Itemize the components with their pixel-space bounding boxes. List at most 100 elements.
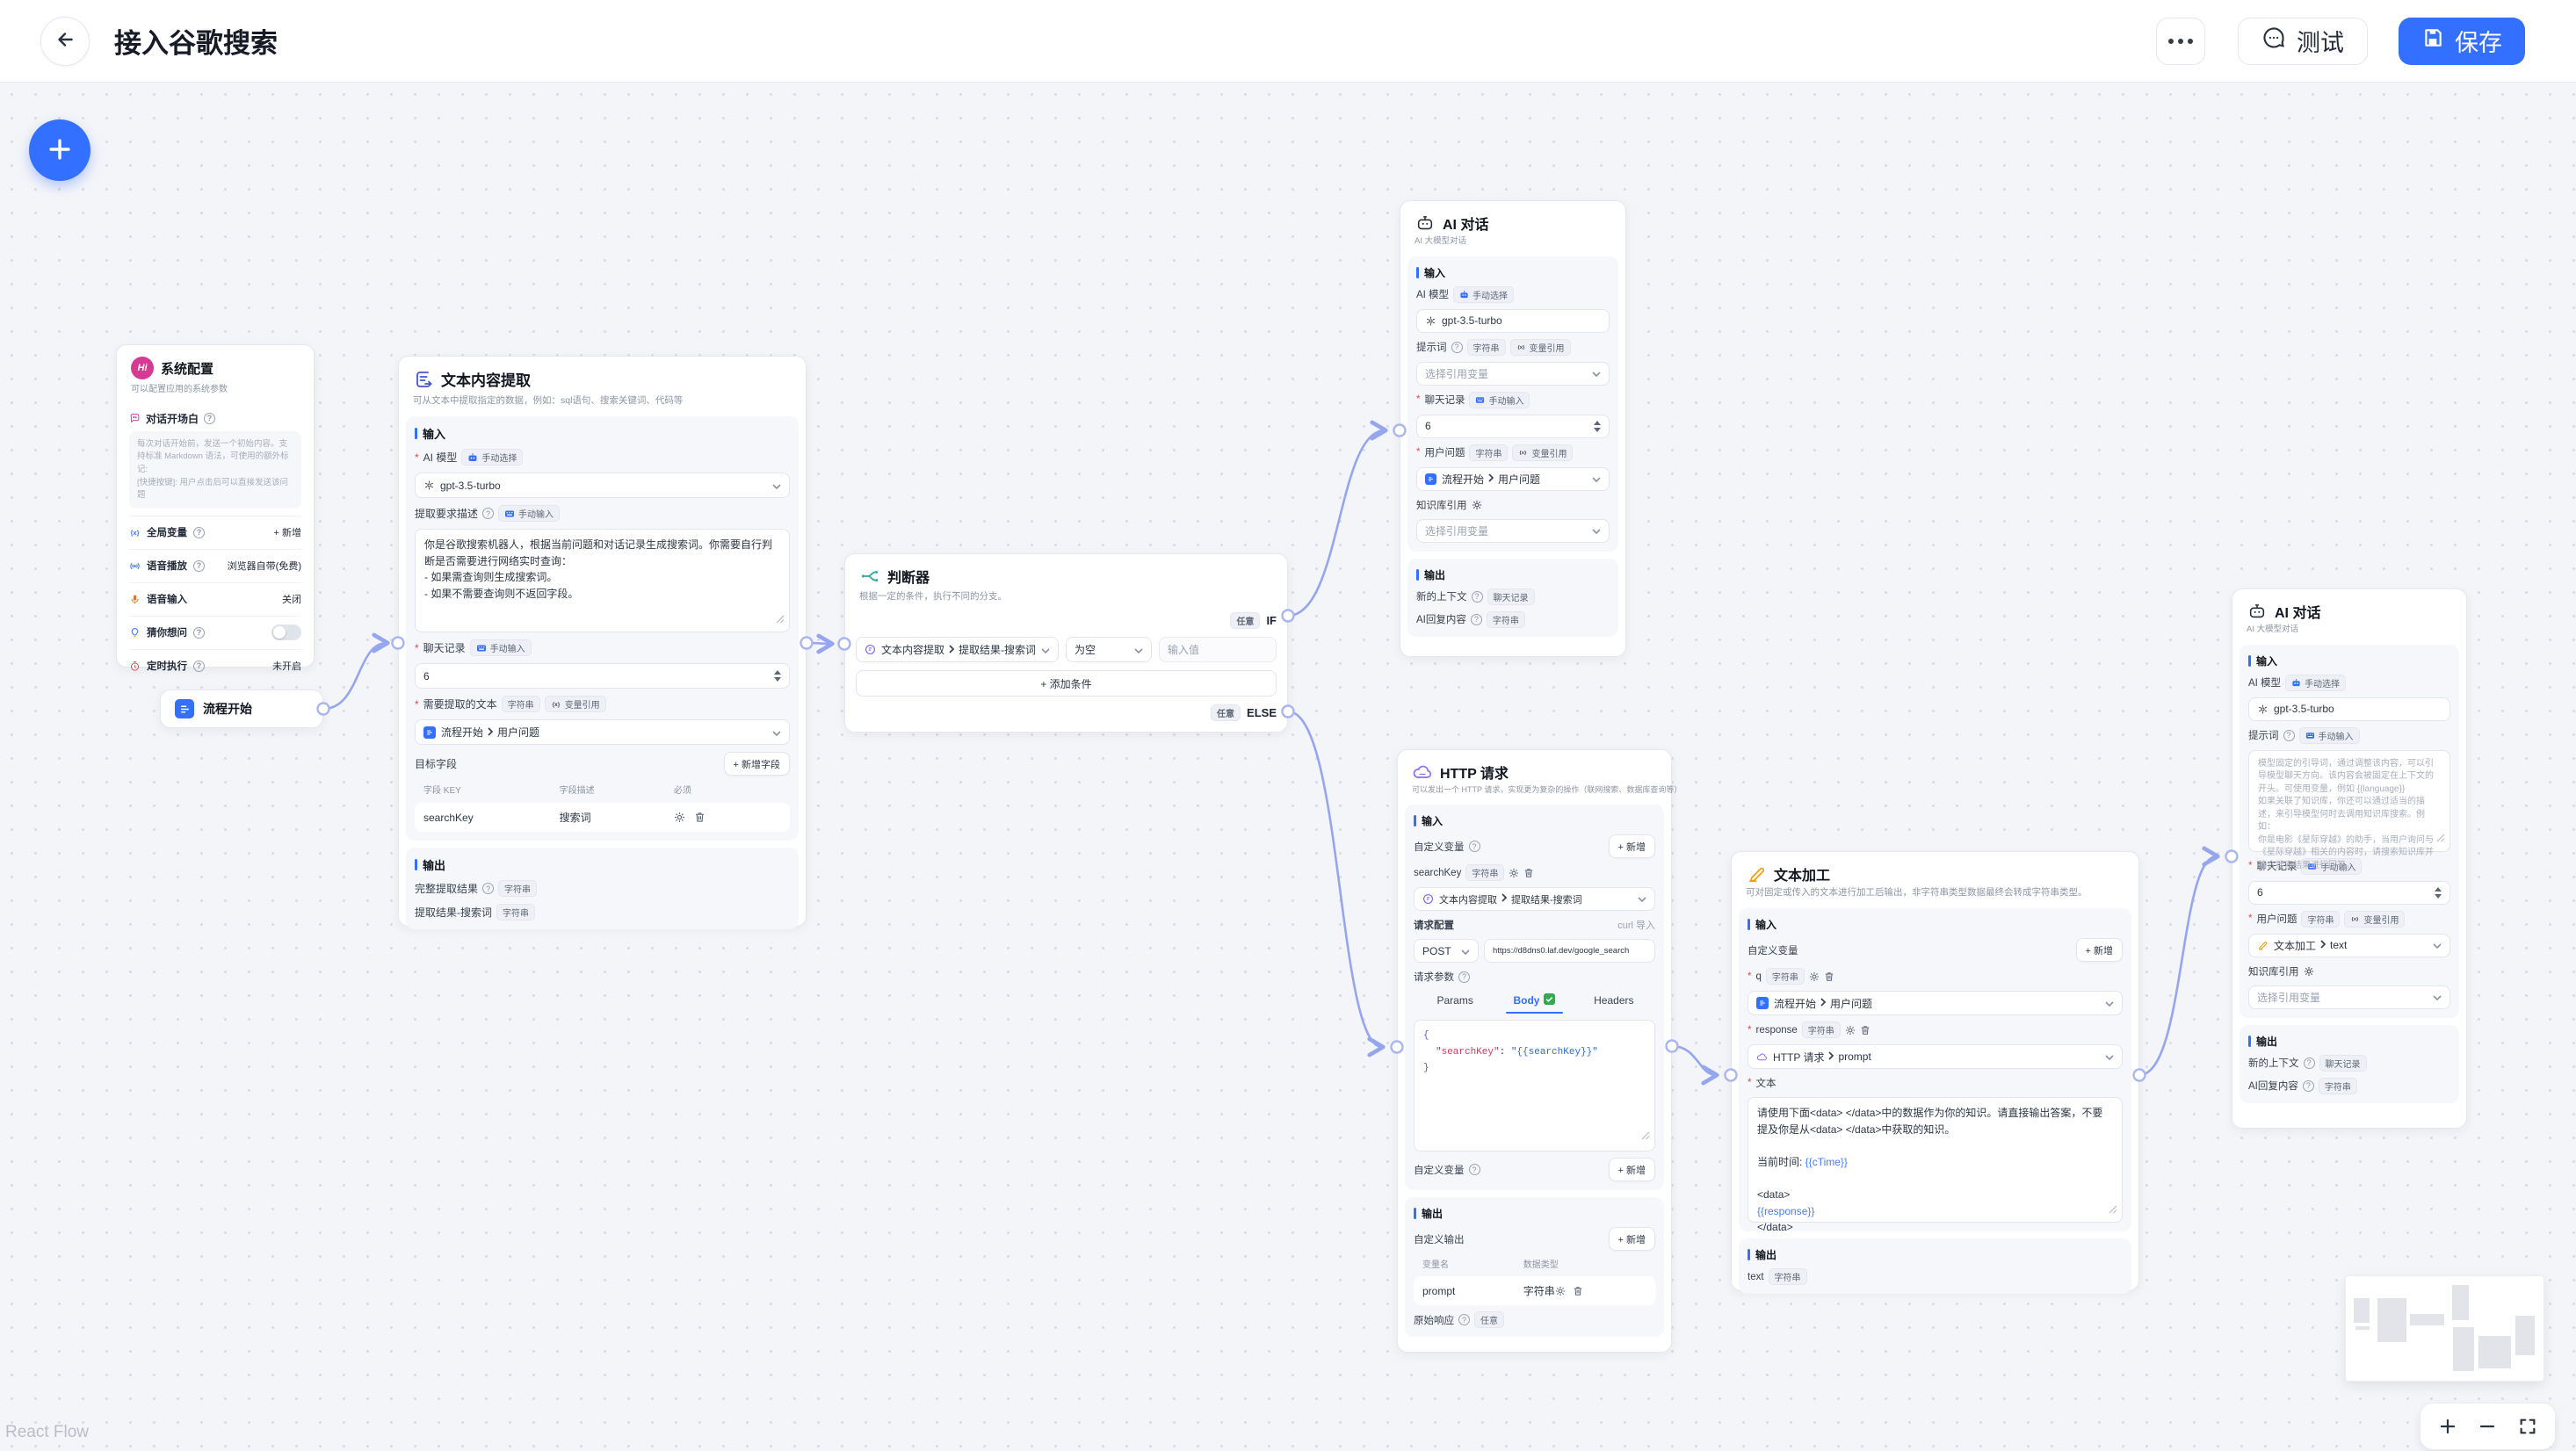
text-template-textarea[interactable]: 请使用下面<data> </data>中的数据作为你的知识。请直接输出答案，不要… xyxy=(1747,1097,2123,1233)
tab-body[interactable]: Body xyxy=(1494,991,1574,1014)
add-condition-button[interactable]: + 添加条件 xyxy=(856,670,1277,697)
extract-source-select[interactable]: 流程开始 用户问题 xyxy=(415,719,790,746)
add-var-button[interactable]: + 新增 xyxy=(1608,1158,1655,1182)
gear-icon[interactable] xyxy=(1845,1025,1856,1036)
help-icon[interactable]: ? xyxy=(1470,613,1482,625)
node-ai-chat-top[interactable]: AI 对话 AI 大模型对话 输入 AI 模型 手动选择 gpt-3.5-tur… xyxy=(1400,200,1626,657)
save-button[interactable]: 保存 xyxy=(2399,17,2525,65)
field-row[interactable]: searchKey 搜索词 xyxy=(415,803,790,833)
gear-icon[interactable] xyxy=(2304,966,2314,977)
condition-variable-select[interactable]: 文本内容提取 提取结果-搜索词 xyxy=(856,637,1060,663)
add-global-var-button[interactable]: + 新增 xyxy=(273,528,301,538)
stepper-down-icon[interactable] xyxy=(1594,427,1601,432)
tab-headers[interactable]: Headers xyxy=(1594,994,1634,1007)
kb-ref-select[interactable]: 选择引用变量 xyxy=(1416,518,1610,543)
trash-icon[interactable] xyxy=(1824,971,1834,982)
help-icon[interactable]: ? xyxy=(204,412,216,424)
output-row[interactable]: prompt 字符串 xyxy=(1414,1276,1655,1306)
node-flow-start[interactable]: 流程开始 xyxy=(160,689,323,728)
add-var-button[interactable]: + 新增 xyxy=(2075,938,2123,963)
model-select[interactable]: gpt-3.5-turbo xyxy=(2248,697,2450,721)
curl-import-button[interactable]: curl 导入 xyxy=(1617,920,1655,932)
node-http[interactable]: HTTP 请求 可以发出一个 HTTP 请求，实现更为复杂的操作（联网搜索、数据… xyxy=(1397,749,1682,1353)
node-ai-chat-right[interactable]: AI 对话 AI 大模型对话 输入 AI 模型 手动选择 gpt-3.5-tur… xyxy=(2232,588,2467,1129)
user-question-select[interactable]: 流程开始 用户问题 xyxy=(1416,466,1610,491)
trash-icon[interactable] xyxy=(1523,868,1534,878)
add-node-button[interactable] xyxy=(29,119,90,181)
model-select[interactable]: gpt-3.5-turbo xyxy=(1416,308,1610,333)
zoom-in-button[interactable] xyxy=(2428,1407,2467,1446)
tts-row[interactable]: 语音播放 ? 浏览器自带(免费) xyxy=(129,548,301,582)
stepper-up-icon[interactable] xyxy=(774,670,781,675)
stepper-up-icon[interactable] xyxy=(1594,420,1601,425)
resize-icon[interactable] xyxy=(775,612,785,629)
stepper-up-icon[interactable] xyxy=(2435,886,2442,892)
condition-operator-select[interactable]: 为空 xyxy=(1066,637,1153,663)
add-var-button[interactable]: + 新增 xyxy=(1608,834,1655,859)
trash-icon[interactable] xyxy=(1860,1025,1870,1036)
number-stepper[interactable] xyxy=(1594,420,1601,432)
more-menu-button[interactable] xyxy=(2156,17,2205,65)
number-stepper[interactable] xyxy=(2435,886,2442,899)
extract-prompt-textarea[interactable]: 你是谷歌搜索机器人，根据当前问题和对话记录生成搜索词。你需要自行判断是否需要进行… xyxy=(415,529,790,633)
help-icon[interactable]: ? xyxy=(482,508,495,520)
help-icon[interactable]: ? xyxy=(193,660,205,672)
resize-icon[interactable] xyxy=(1640,1130,1650,1147)
tab-params[interactable]: Params xyxy=(1436,994,1473,1007)
chat-history-rounds-input[interactable]: 6 xyxy=(415,663,790,689)
guess-question-row[interactable]: 猜你想问 ? xyxy=(129,615,301,649)
global-vars-row[interactable]: {x} 全局变量 ? + 新增 xyxy=(129,515,301,549)
var-value-select[interactable]: 文本内容提取 提取结果-搜索词 xyxy=(1414,887,1655,912)
resize-icon[interactable] xyxy=(2435,833,2445,848)
response-value-select[interactable]: HTTP 请求 prompt xyxy=(1747,1044,2123,1070)
node-text-extract[interactable]: 文本内容提取 可从文本中提取指定的数据，例如：sql语句、搜索关键词、代码等 输… xyxy=(398,356,807,930)
fit-view-button[interactable] xyxy=(2508,1407,2547,1446)
help-icon[interactable]: ? xyxy=(2303,1057,2315,1069)
gear-icon[interactable] xyxy=(1509,868,1519,878)
add-output-button[interactable]: + 新增 xyxy=(1608,1227,1655,1252)
help-icon[interactable]: ? xyxy=(1468,841,1480,853)
number-stepper[interactable] xyxy=(774,670,781,682)
help-icon[interactable]: ? xyxy=(1471,590,1483,603)
kb-ref-select[interactable]: 选择引用变量 xyxy=(2248,985,2450,1009)
resize-icon[interactable] xyxy=(2108,1202,2117,1219)
scheduled-run-row[interactable]: 定时执行 ? 未开启 xyxy=(129,648,301,682)
flow-canvas[interactable] xyxy=(0,83,2576,1451)
guess-question-toggle[interactable] xyxy=(271,624,301,640)
welcome-textarea[interactable]: 每次对话开始前，发送一个初始内容。支持标准 Markdown 语法，可使用的额外… xyxy=(129,430,301,509)
model-select[interactable]: gpt-3.5-turbo xyxy=(415,473,790,499)
back-button[interactable] xyxy=(40,16,90,66)
stepper-down-icon[interactable] xyxy=(774,677,781,682)
gear-icon[interactable] xyxy=(1809,971,1820,982)
minimap[interactable] xyxy=(2346,1276,2543,1381)
help-icon[interactable]: ? xyxy=(1468,1164,1480,1176)
help-icon[interactable]: ? xyxy=(193,526,205,538)
help-icon[interactable]: ? xyxy=(1458,971,1470,983)
method-select[interactable]: POST xyxy=(1414,939,1479,964)
trash-icon[interactable] xyxy=(694,812,706,823)
user-question-select[interactable]: 文本加工 text xyxy=(2248,933,2450,957)
help-icon[interactable]: ? xyxy=(1451,341,1463,353)
node-judge[interactable]: 判断器 根据一定的条件，执行不同的分支。 任意 IF 文本内容提取 提取结果-搜… xyxy=(844,553,1288,733)
chat-history-rounds-input[interactable]: 6 xyxy=(1416,414,1610,438)
gear-icon[interactable] xyxy=(1555,1286,1566,1296)
add-field-button[interactable]: + 新增字段 xyxy=(723,752,790,776)
node-system-config[interactable]: Hi 系统配置 可以配置应用的系统参数 对话开场白 ? 每次对话开始前，发送一个… xyxy=(116,344,315,672)
help-icon[interactable]: ? xyxy=(2302,1079,2314,1092)
prompt-var-select[interactable]: 选择引用变量 xyxy=(1416,361,1610,386)
trash-icon[interactable] xyxy=(1573,1286,1583,1296)
url-input[interactable]: https://d8dns0.laf.dev/google_search xyxy=(1484,939,1655,964)
node-text-process[interactable]: 文本加工 可对固定或传入的文本进行加工后输出，非字符串类型数据最终会转成字符串类… xyxy=(1731,851,2139,1295)
help-icon[interactable]: ? xyxy=(193,626,205,639)
test-button[interactable]: 测试 xyxy=(2238,17,2368,65)
q-value-select[interactable]: 流程开始 用户问题 xyxy=(1747,991,2123,1016)
prompt-textarea[interactable]: 模型固定的引导词，通过调整该内容，可以引导模型聊天方向。该内容会被固定在上下文的… xyxy=(2248,749,2450,870)
zoom-out-button[interactable] xyxy=(2468,1407,2507,1446)
condition-value-input[interactable]: 输入值 xyxy=(1159,637,1277,663)
help-icon[interactable]: ? xyxy=(193,559,205,572)
help-icon[interactable]: ? xyxy=(482,883,495,895)
stepper-down-icon[interactable] xyxy=(2435,893,2442,899)
gear-icon[interactable] xyxy=(674,812,685,823)
help-icon[interactable]: ? xyxy=(2283,729,2295,741)
gear-icon[interactable] xyxy=(1472,500,1482,510)
